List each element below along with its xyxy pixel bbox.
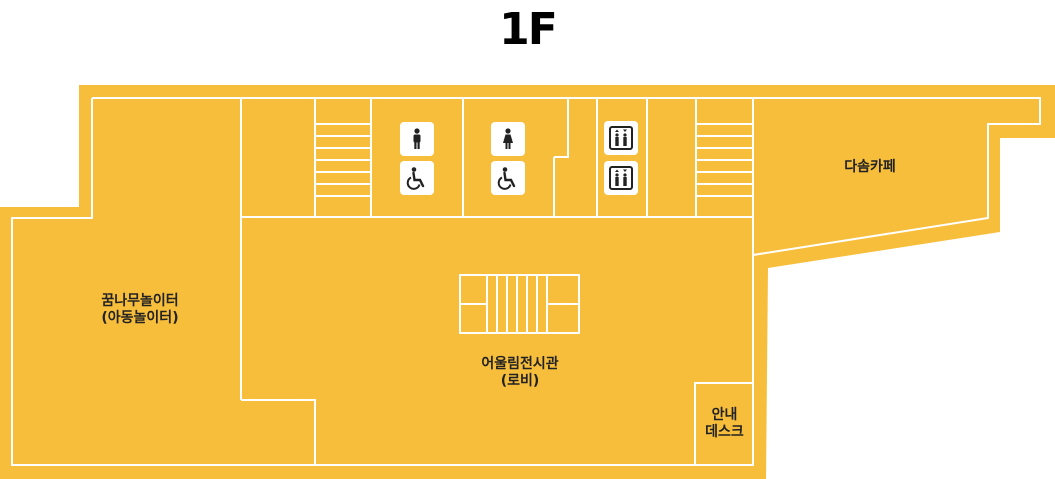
stair-right [696, 123, 753, 197]
stair-center [459, 274, 580, 334]
walls [11, 97, 1041, 466]
female-restroom-icon [491, 122, 525, 156]
accessible-icon [491, 161, 525, 195]
room-label-cafe: 다솜카페 [810, 159, 930, 176]
male-restroom-icon [400, 122, 434, 156]
room-label-info-desk: 안내 데스크 [696, 407, 753, 441]
elevator-icon [604, 161, 638, 195]
room-name: 다솜카페 [844, 159, 896, 175]
room-subtitle: (아동놀이터) [101, 310, 179, 326]
room-label-dream-tree: 꿈나무놀이터 (아동놀이터) [60, 293, 220, 327]
room-name: 안내 [711, 407, 738, 423]
room-subtitle: 데스크 [705, 424, 744, 440]
room-name: 꿈나무놀이터 [101, 293, 179, 309]
room-name: 어울림전시관 [481, 356, 559, 372]
accessible-icon [400, 161, 434, 195]
room-label-lobby: 어울림전시관 (로비) [440, 356, 600, 390]
floor-title: 1F [499, 4, 558, 55]
elevator-icon [604, 121, 638, 155]
room-subtitle: (로비) [500, 373, 540, 389]
stair-left [315, 123, 371, 197]
